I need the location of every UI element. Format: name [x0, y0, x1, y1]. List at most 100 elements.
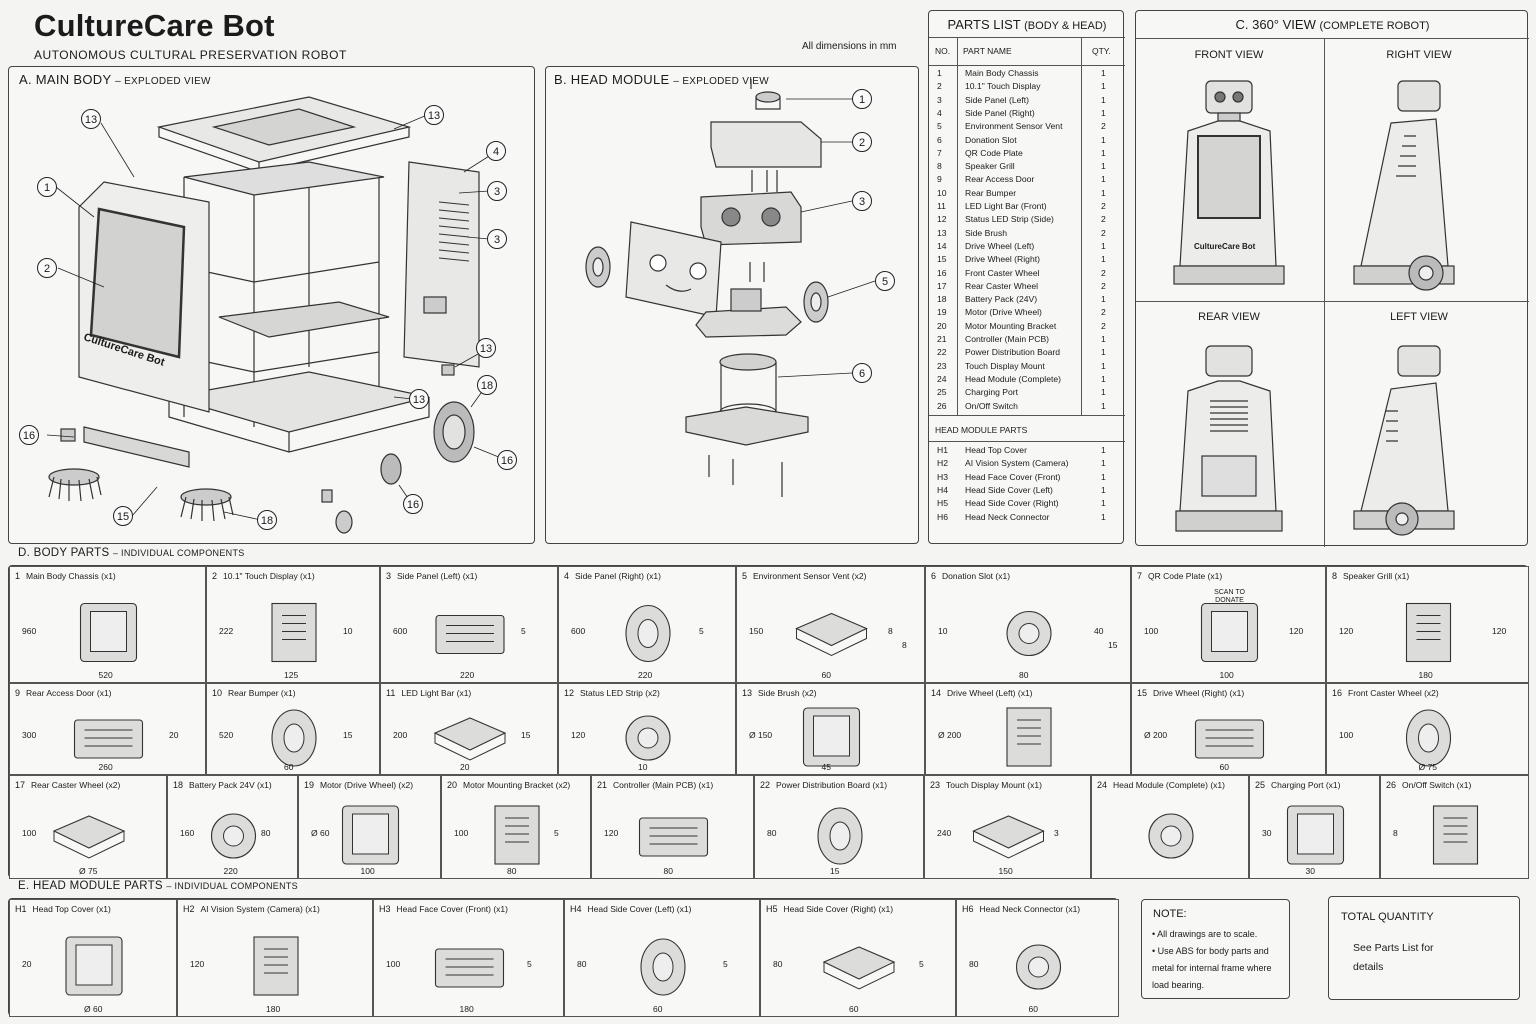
component-drawing	[65, 936, 123, 996]
dimension-label: Ø 200	[938, 730, 962, 740]
dimension-label: 125	[284, 670, 299, 680]
part-number: 17	[937, 280, 947, 291]
callout-3: 3	[852, 191, 872, 211]
part-number: 20	[937, 320, 947, 331]
component-number: 6	[931, 571, 937, 581]
component-name: Drive Wheel (Left) (x1)	[947, 688, 1033, 698]
part-name: Head Side Cover (Left)	[965, 484, 1053, 495]
callout-13: 13	[476, 338, 496, 358]
part-number: 7	[937, 147, 942, 158]
component-drawing	[1405, 709, 1452, 767]
part-number: H1	[937, 445, 948, 455]
dimension-label: 600	[393, 625, 408, 636]
component-number: 19	[304, 780, 315, 790]
dimension-label: 5	[527, 959, 532, 969]
part-qty: 1	[1101, 68, 1106, 78]
part-qty: 2	[1101, 201, 1106, 211]
part-qty: 1	[1101, 387, 1106, 398]
component-number: 23	[930, 780, 941, 790]
component-number: 9	[15, 688, 21, 698]
component-number: 10	[212, 688, 223, 698]
part-number: 14	[937, 240, 947, 251]
component-number: 7	[1137, 571, 1143, 581]
section-e-title: E. Head Module Parts – individual compon…	[18, 880, 298, 892]
component-drawing	[341, 805, 400, 865]
dimension-label: 520	[98, 670, 113, 680]
part-number: H2	[937, 458, 948, 469]
component-name: Motor Mounting Bracket (x2)	[463, 780, 571, 790]
part-qty: 1	[1101, 187, 1106, 198]
part-qty: 2	[1101, 280, 1106, 291]
part-qty: 2	[1101, 227, 1106, 238]
component-drawing	[1148, 813, 1194, 859]
component-name: Rear Bumper (x1)	[228, 688, 296, 698]
part-qty: 2	[1101, 121, 1106, 132]
part-number: H3	[937, 471, 948, 482]
dimension-label: Ø 60	[84, 1004, 103, 1014]
part-name: Head Face Cover (Front)	[965, 471, 1061, 482]
component-name: Head Neck Connector (x1)	[979, 904, 1081, 914]
dimension-label: 180	[459, 1004, 474, 1014]
component-drawing	[73, 719, 144, 759]
part-qty: 1	[1101, 334, 1106, 344]
dimension-label: 45	[821, 762, 831, 772]
dimension-label: 600	[571, 625, 586, 636]
dimension-label: 8	[1393, 828, 1398, 838]
part-name: Motor Mounting Bracket	[965, 320, 1057, 331]
dimension-label: 5	[723, 959, 728, 969]
dimension-label: 300	[22, 730, 37, 740]
callout-15: 15	[113, 506, 133, 526]
component-drawing	[1405, 602, 1452, 663]
component-name: Head Module (Complete) (x1)	[1113, 780, 1225, 790]
dimension-label: 100	[1144, 625, 1159, 636]
section-d-title: D. Body Parts – individual components	[18, 547, 245, 559]
component-number: 8	[1332, 571, 1338, 581]
part-number: 3	[937, 94, 942, 105]
part-name: Speaker Grill	[965, 161, 1015, 172]
component-name: Head Side Cover (Left) (x1)	[587, 904, 692, 914]
dimension-label: 260	[98, 762, 113, 772]
dimension-label: 40	[1094, 625, 1104, 636]
component-drawing	[435, 614, 505, 655]
dimension-label: 60	[821, 670, 831, 680]
component-number: 11	[386, 688, 396, 698]
dimension-label: Ø 60	[311, 828, 330, 838]
component-drawing	[1200, 602, 1259, 663]
component-drawing	[817, 807, 863, 865]
part-number: 16	[937, 267, 947, 278]
part-name: AI Vision System (Camera)	[965, 458, 1069, 469]
component-number: 5	[742, 571, 748, 581]
callout-3: 3	[487, 229, 507, 249]
component-drawing	[1015, 944, 1062, 990]
dimension-label: 8	[888, 625, 893, 636]
component-name: Donation Slot (x1)	[942, 571, 1011, 581]
main-body-exploded-panel: A. Main Body – exploded view	[8, 66, 535, 544]
part-name: LED Light Bar (Front)	[965, 201, 1047, 211]
callout-13: 13	[409, 389, 429, 409]
component-name: Side Panel (Left) (x1)	[397, 571, 478, 581]
component-name: Status LED Strip (x2)	[580, 688, 660, 698]
component-drawing	[271, 602, 317, 663]
